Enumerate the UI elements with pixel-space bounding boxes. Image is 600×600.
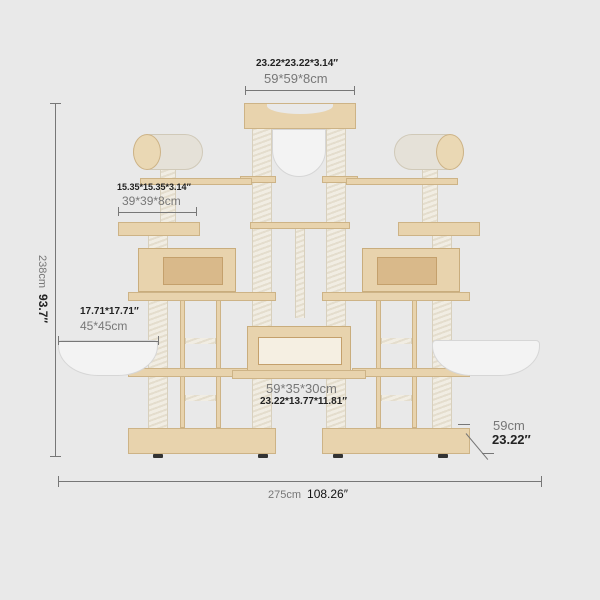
dim-tick [541,476,542,487]
condo-left [138,248,236,292]
dim-tick [50,103,61,104]
hammock [272,129,326,177]
dim-tick [58,476,59,487]
condo-imperial: 23.22*13.77*11.81″ [260,396,348,407]
dim-width-line [58,481,542,482]
top-perch-metric: 59*59*8cm [264,71,328,86]
height-metric: 238cm [36,255,48,289]
small-platform-metric: 39*39*8cm [122,194,181,208]
dim-tick [354,86,355,95]
shelf [128,368,248,377]
shelf [128,292,276,301]
shelf [140,178,252,185]
basket-metric: 45*45cm [80,319,128,333]
shelf [250,222,350,229]
shelf [346,178,458,185]
width-label: 275cm 108.26″ [268,487,348,501]
base-left [128,428,276,454]
depth-metric: 59cm [493,418,525,433]
dim-top-perch-line [245,90,355,91]
dim-small-platform-line [118,212,196,213]
ladder-rung [381,395,412,401]
cylinder-perch-left [133,134,203,170]
small-platform-right [398,222,480,236]
ladder-rail [412,300,417,428]
basket-left [58,340,158,376]
basket-imperial: 17.71*17.71″ [80,306,139,317]
width-imperial: 108.26″ [307,487,348,501]
height-imperial: 93.7″ [36,294,50,324]
foot [258,454,268,458]
dim-tick [118,207,119,216]
cylinder-perch-right [394,134,464,170]
base-right [322,428,470,454]
condo-metric: 59*35*30cm [266,381,337,396]
condo-center [247,326,351,372]
width-metric: 275cm [268,489,302,501]
ladder-rail [216,300,221,428]
condo-platform [232,370,366,379]
ladder-rail [376,300,381,428]
dim-tick [245,86,246,95]
hanging-rope [295,228,305,318]
ladder-rung [381,338,412,344]
depth-imperial: 23.22″ [492,432,531,447]
foot [438,454,448,458]
ladder-rung [185,338,216,344]
top-perch [244,103,356,129]
height-label: 238cm 93.7″ [30,255,50,323]
foot [333,454,343,458]
dim-tick [458,424,470,425]
foot [153,454,163,458]
dim-tick [482,453,494,454]
dim-tick [158,336,159,345]
small-platform-imperial: 15.35*15.35*3.14″ [117,182,191,192]
dim-height-line [55,103,56,457]
dim-tick [50,456,61,457]
top-perch-imperial: 23.22*23.22*3.14″ [256,58,339,69]
basket-right [432,340,540,376]
condo-right [362,248,460,292]
small-platform-left [118,222,200,236]
sisal-post [422,168,438,224]
ladder-rung [185,395,216,401]
shelf [322,292,470,301]
ladder-rail [180,300,185,428]
dim-basket-line [58,341,158,342]
dim-tick [196,207,197,216]
dim-tick [58,336,59,345]
